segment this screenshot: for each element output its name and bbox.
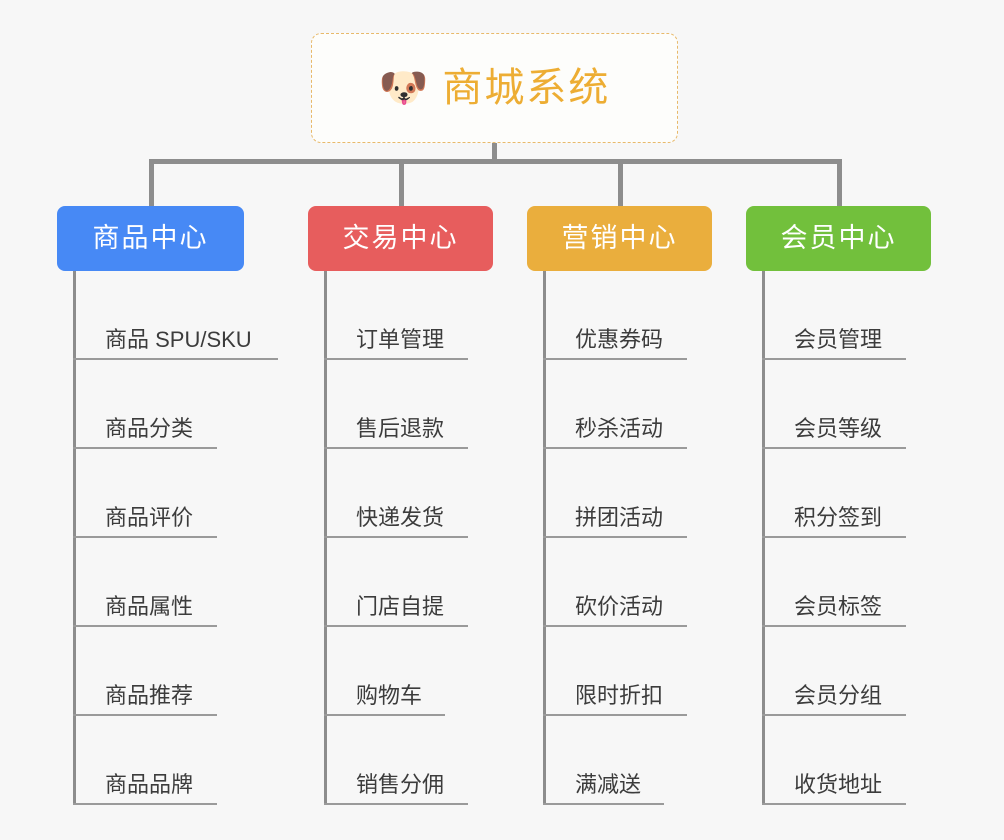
leaf-underline xyxy=(73,803,217,805)
leaf-item[interactable]: 收货地址 xyxy=(762,716,932,805)
leaf-item[interactable]: 快递发货 xyxy=(324,449,494,538)
connector-bus xyxy=(152,159,840,164)
leaf-item[interactable]: 购物车 xyxy=(324,627,494,716)
leaf-underline xyxy=(543,447,687,449)
leaf-label: 秒杀活动 xyxy=(575,416,664,441)
leaf-label: 快递发货 xyxy=(356,505,445,530)
leaf-item[interactable]: 商品推荐 xyxy=(73,627,278,716)
leaf-label: 优惠券码 xyxy=(575,327,664,352)
root-node[interactable]: 🐶 商城系统 xyxy=(311,33,678,143)
leaf-underline xyxy=(324,358,468,360)
leaf-label: 砍价活动 xyxy=(575,594,664,619)
branch-spine xyxy=(543,271,546,805)
category-box-4[interactable]: 会员中心 xyxy=(746,206,931,271)
leaf-item[interactable]: 优惠券码 xyxy=(543,271,713,360)
leaf-item[interactable]: 会员标签 xyxy=(762,538,932,627)
leaf-underline xyxy=(543,536,687,538)
leaf-label: 会员分组 xyxy=(794,683,883,708)
leaf-label: 商品评价 xyxy=(105,505,194,530)
leaf-item[interactable]: 商品品牌 xyxy=(73,716,278,805)
leaf-label: 销售分佣 xyxy=(356,772,445,797)
category-box-2[interactable]: 交易中心 xyxy=(308,206,493,271)
connector-drop-1 xyxy=(148,159,154,208)
leaf-label: 限时折扣 xyxy=(575,683,664,708)
root-title: 商城系统 xyxy=(442,66,611,110)
category-label: 商品中心 xyxy=(92,223,209,253)
connector-drop-3 xyxy=(617,159,623,208)
leaf-underline xyxy=(324,625,468,627)
branch-column-2: 订单管理售后退款快递发货门店自提购物车销售分佣 xyxy=(324,271,494,805)
leaf-item[interactable]: 限时折扣 xyxy=(543,627,713,716)
leaf-underline xyxy=(543,358,687,360)
leaf-label: 商品分类 xyxy=(105,416,194,441)
leaf-label: 会员等级 xyxy=(794,416,883,441)
leaf-item[interactable]: 秒杀活动 xyxy=(543,360,713,449)
leaf-underline xyxy=(543,625,687,627)
leaf-label: 门店自提 xyxy=(356,594,445,619)
leaf-label: 会员管理 xyxy=(794,327,883,352)
connector-root-stem xyxy=(492,143,497,162)
leaf-item[interactable]: 拼团活动 xyxy=(543,449,713,538)
leaf-underline xyxy=(762,536,906,538)
leaf-item[interactable]: 商品属性 xyxy=(73,538,278,627)
leaf-item[interactable]: 砍价活动 xyxy=(543,538,713,627)
leaf-item[interactable]: 积分签到 xyxy=(762,449,932,538)
category-box-3[interactable]: 营销中心 xyxy=(527,206,712,271)
leaf-label: 售后退款 xyxy=(356,416,445,441)
leaf-underline xyxy=(762,625,906,627)
leaf-item[interactable]: 售后退款 xyxy=(324,360,494,449)
leaf-underline xyxy=(324,803,468,805)
leaf-item[interactable]: 会员等级 xyxy=(762,360,932,449)
branch-spine xyxy=(324,271,327,805)
leaf-underline xyxy=(543,714,687,716)
leaf-item[interactable]: 门店自提 xyxy=(324,538,494,627)
leaf-label: 积分签到 xyxy=(794,505,883,530)
leaf-underline xyxy=(73,358,278,360)
leaf-label: 收货地址 xyxy=(794,772,883,797)
leaf-underline xyxy=(762,447,906,449)
leaf-item[interactable]: 会员管理 xyxy=(762,271,932,360)
leaf-item[interactable]: 商品 SPU/SKU xyxy=(73,271,278,360)
dog-face-icon: 🐶 xyxy=(378,66,429,110)
leaf-label: 会员标签 xyxy=(794,594,883,619)
leaf-underline xyxy=(324,447,468,449)
branch-spine xyxy=(73,271,76,805)
leaf-item[interactable]: 商品评价 xyxy=(73,449,278,538)
leaf-item[interactable]: 订单管理 xyxy=(324,271,494,360)
branch-column-4: 会员管理会员等级积分签到会员标签会员分组收货地址 xyxy=(762,271,932,805)
leaf-underline xyxy=(73,714,217,716)
leaf-underline xyxy=(73,625,217,627)
leaf-label: 商品品牌 xyxy=(105,772,194,797)
leaf-underline xyxy=(324,536,468,538)
leaf-label: 满减送 xyxy=(575,772,642,797)
leaf-underline xyxy=(762,714,906,716)
leaf-underline xyxy=(324,714,445,716)
leaf-item[interactable]: 满减送 xyxy=(543,716,713,805)
leaf-underline xyxy=(73,536,217,538)
leaf-item[interactable]: 商品分类 xyxy=(73,360,278,449)
category-label: 会员中心 xyxy=(780,223,897,253)
leaf-item[interactable]: 销售分佣 xyxy=(324,716,494,805)
leaf-label: 商品 SPU/SKU xyxy=(105,327,252,352)
branch-column-1: 商品 SPU/SKU 商品分类商品评价商品属性商品推荐商品品牌 xyxy=(73,271,278,805)
category-box-1[interactable]: 商品中心 xyxy=(57,206,244,271)
leaf-label: 拼团活动 xyxy=(575,505,664,530)
leaf-item[interactable]: 会员分组 xyxy=(762,627,932,716)
branch-column-3: 优惠券码秒杀活动拼团活动砍价活动限时折扣满减送 xyxy=(543,271,713,805)
leaf-underline xyxy=(543,803,664,805)
leaf-underline xyxy=(762,803,906,805)
leaf-underline xyxy=(73,447,217,449)
category-label: 交易中心 xyxy=(342,223,459,253)
leaf-label: 订单管理 xyxy=(356,327,445,352)
leaf-underline xyxy=(762,358,906,360)
category-label: 营销中心 xyxy=(561,223,678,253)
connector-drop-4 xyxy=(836,159,842,208)
connector-drop-2 xyxy=(398,159,404,208)
leaf-label: 商品推荐 xyxy=(105,683,194,708)
leaf-label: 购物车 xyxy=(356,683,423,708)
branch-spine xyxy=(762,271,765,805)
leaf-label: 商品属性 xyxy=(105,594,194,619)
